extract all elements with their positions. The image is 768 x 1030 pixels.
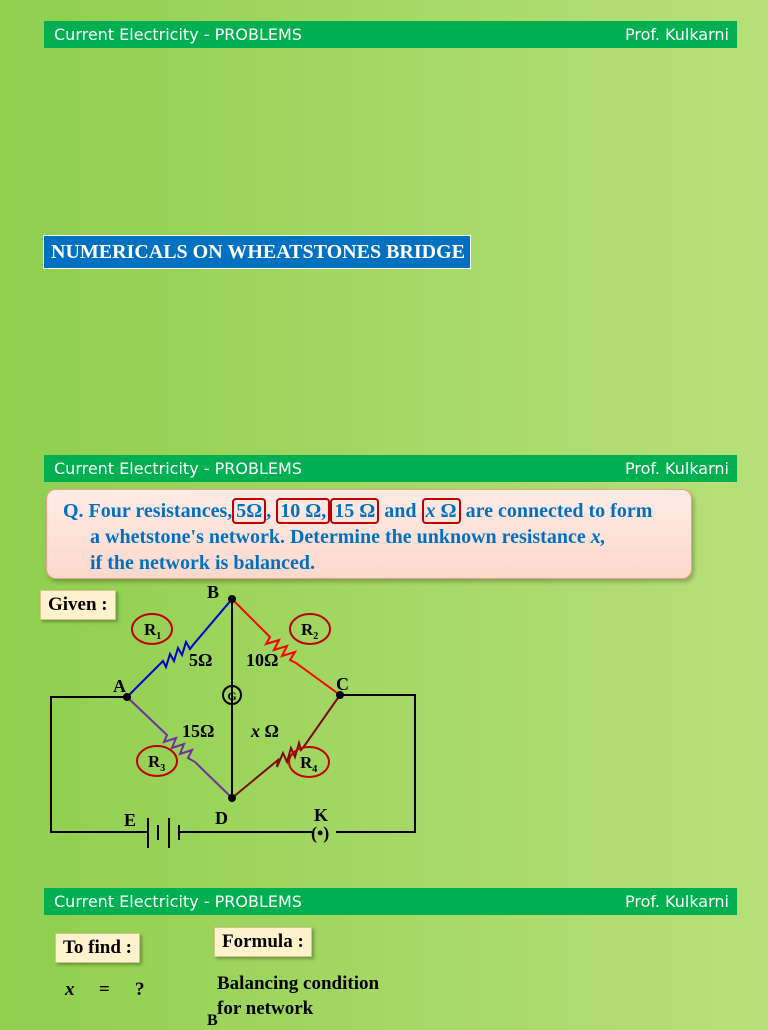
partial-letter: B [207,1012,218,1029]
slide-2: Current Electricity - PROBLEMS Prof. Kul… [40,455,737,848]
header-author: Prof. Kulkarni [625,25,729,44]
to-find-label: To find : [55,933,140,963]
r3-ellipse [136,745,178,777]
question-line-2: a whetstone's network. Determine the unk… [90,526,606,548]
header-author: Prof. Kulkarni [625,459,729,478]
r3-label: R3 [148,752,165,774]
r1-label: R1 [144,620,161,642]
wire-right [336,694,416,833]
battery-label: E [124,810,136,830]
header-topic: Current Electricity - PROBLEMS [54,459,302,478]
galvanometer-letter: G [227,689,236,703]
value-15-label: 15Ω [182,721,214,741]
to-find-var: x [65,979,75,1000]
header-topic: Current Electricity - PROBLEMS [54,892,302,911]
slide-title: NUMERICALS ON WHEATSTONES BRIDGE [43,235,471,269]
to-find-question: ? [135,979,145,1000]
value-box-x: x Ω [421,498,461,524]
value-10-label: 10Ω [246,650,278,670]
value-5-label: 5Ω [189,650,212,670]
r4-ellipse [288,746,330,778]
r2-ellipse [289,613,331,645]
r1-ellipse [131,613,173,645]
key-symbol: (•) [311,823,329,844]
node-d-label: D [215,808,228,828]
branch-ab [126,598,233,698]
branch-ad [126,696,233,799]
wheatstone-circuit: G A B C D E K (•) R1 R2 R3 R4 5Ω 10Ω 15Ω… [50,582,416,848]
node-d-dot [228,794,236,802]
question-box: Q. Four resistances,5Ω, 10 Ω,15 Ω and x … [46,489,692,579]
question-line-3: if the network is balanced. [90,552,315,574]
node-b-dot [228,595,236,603]
galvanometer-icon [222,685,242,705]
node-a-dot [123,693,131,701]
branch-bc [231,598,341,696]
value-box-15: 15 Ω [330,498,380,524]
r2-label: R2 [301,620,318,642]
value-box-5: 5Ω [232,498,267,524]
node-c-label: C [336,674,349,694]
given-label: Given : [40,590,116,620]
slide-header: Current Electricity - PROBLEMS Prof. Kul… [44,455,737,482]
header-topic: Current Electricity - PROBLEMS [54,25,302,44]
header-author: Prof. Kulkarni [625,892,729,911]
slide-header: Current Electricity - PROBLEMS Prof. Kul… [44,888,737,915]
slide-1: Current Electricity - PROBLEMS Prof. Kul… [0,0,768,434]
node-c-dot [336,691,344,699]
key-label: K [314,805,328,825]
value-x-label: x Ω [250,721,279,741]
formula-label: Formula : [214,927,312,957]
to-find-equals: = [99,979,110,1000]
formula-description: Balancing condition for network [217,973,380,1019]
value-box-10: 10 Ω, [276,498,331,524]
r4-label: R4 [300,753,317,775]
wire-left [50,696,147,833]
node-b-label: B [207,582,219,602]
question-text: Q. Four resistances,5Ω, 10 Ω,15 Ω and x … [63,498,652,576]
slide-header: Current Electricity - PROBLEMS Prof. Kul… [44,21,737,48]
node-a-label: A [113,676,126,696]
question-line-1: Q. Four resistances,5Ω, 10 Ω,15 Ω and x … [63,498,653,524]
